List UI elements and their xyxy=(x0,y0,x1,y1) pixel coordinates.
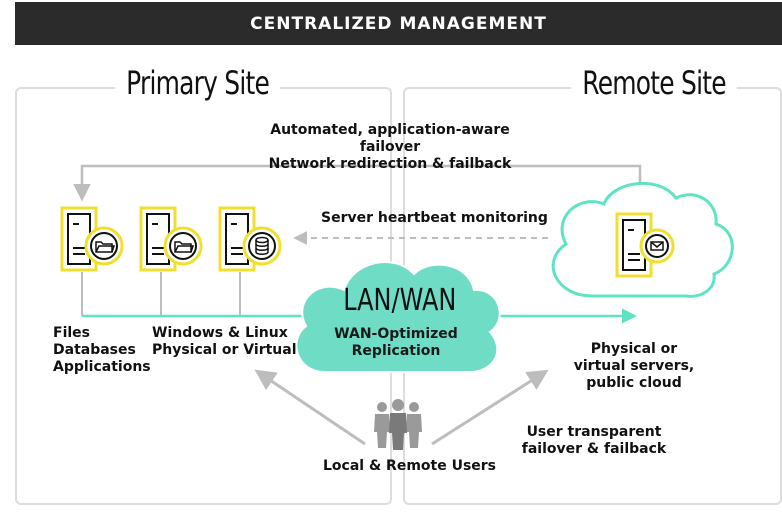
user-arrow-left xyxy=(254,369,366,446)
server-database xyxy=(218,206,282,272)
server-remote xyxy=(615,212,675,278)
users-icon xyxy=(374,399,422,450)
database-icon xyxy=(255,236,269,255)
remote-site-title: Remote Site xyxy=(571,64,737,102)
primary-site-title: Primary Site xyxy=(115,64,281,102)
folder-icon xyxy=(174,241,195,253)
server-connectors xyxy=(81,272,241,316)
primary-data-label: Files Databases Applications xyxy=(53,325,151,375)
mail-icon xyxy=(650,241,664,251)
os-label: Windows & Linux Physical or Virtual xyxy=(152,325,297,358)
lan-wan-subtitle: WAN-Optimized Replication xyxy=(334,326,458,359)
heartbeat-label: Server heartbeat monitoring xyxy=(321,210,548,226)
folder-icon xyxy=(95,241,116,253)
remote-servers-label: Physical or virtual servers, public clou… xyxy=(573,341,695,391)
server-files xyxy=(60,206,124,272)
server-windows-linux xyxy=(139,206,203,272)
lan-wan-cloud xyxy=(295,261,501,373)
users-label: Local & Remote Users xyxy=(323,458,497,474)
failover-loop-arrow xyxy=(73,164,642,202)
user-arrow-right xyxy=(431,369,549,446)
transparent-failover-label: User transparent failover & failback xyxy=(521,424,667,457)
lan-wan-title: LAN/WAN xyxy=(343,283,457,318)
failover-label: Automated, application-aware failover Ne… xyxy=(268,122,512,172)
header-title: CENTRALIZED MANAGEMENT xyxy=(250,13,547,34)
header-banner: CENTRALIZED MANAGEMENT xyxy=(15,2,782,45)
